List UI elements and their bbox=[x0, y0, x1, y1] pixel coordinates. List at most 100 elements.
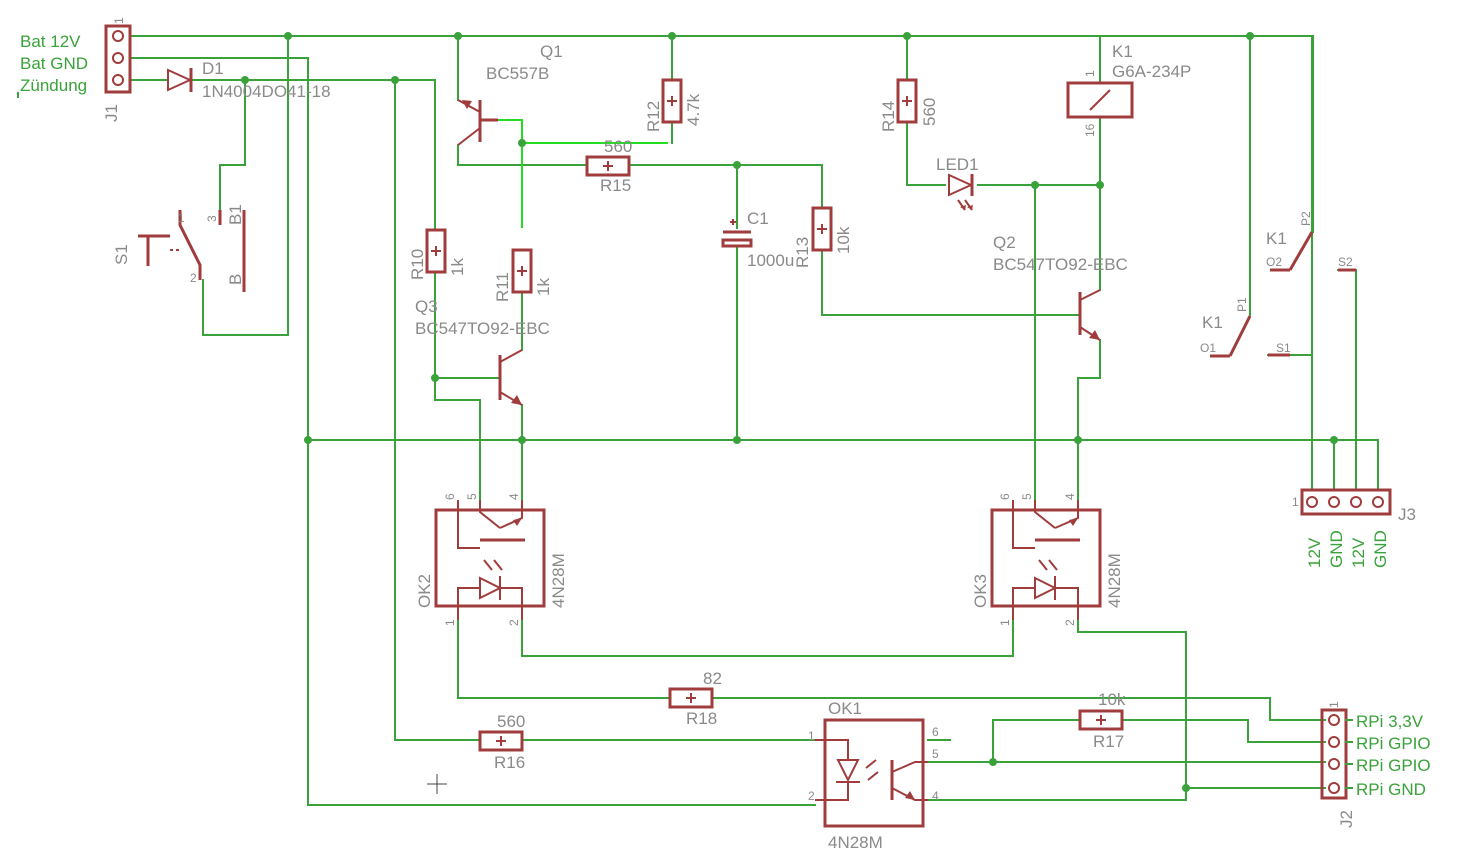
ok3-pin5: 5 bbox=[1020, 493, 1034, 500]
q3-value: BC547TO92-EBC bbox=[415, 319, 550, 338]
r13-name: R13 bbox=[793, 237, 812, 268]
switch-s1[interactable]: 1 2 3 B1 B S1 bbox=[112, 204, 246, 292]
k1a-p1: P1 bbox=[1235, 297, 1249, 312]
ok1-pin2: 2 bbox=[808, 789, 815, 803]
ok1-pin4: 4 bbox=[932, 789, 939, 803]
optocoupler-ok1[interactable]: 1 2 4 5 6 OK1 4N28M bbox=[808, 699, 939, 852]
ok3-pin4: 4 bbox=[1063, 493, 1077, 500]
ok2-pin4: 4 bbox=[507, 493, 521, 500]
ok3-value: 4N28M bbox=[1105, 553, 1124, 608]
resistor-r16[interactable]: 560 R16 bbox=[478, 712, 525, 772]
q2-value: BC547TO92-EBC bbox=[993, 255, 1128, 274]
r10-name: R10 bbox=[408, 249, 427, 280]
r17-value: 10k bbox=[1098, 690, 1126, 709]
resistor-r13[interactable]: R13 10k bbox=[793, 206, 853, 268]
optocoupler-ok3[interactable]: 6 5 4 1 2 OK3 4N28M bbox=[971, 493, 1124, 626]
r15-value: 560 bbox=[604, 137, 632, 156]
r14-name: R14 bbox=[879, 101, 898, 132]
q2-name: Q2 bbox=[993, 233, 1016, 252]
k1b-s2: S2 bbox=[1338, 255, 1353, 269]
k1-name: K1 bbox=[1112, 42, 1133, 61]
ok2-pin1: 1 bbox=[443, 619, 457, 626]
r16-value: 560 bbox=[497, 712, 525, 731]
relay-k1-contact-1[interactable]: K1 O1 P1 S1 bbox=[1200, 297, 1291, 358]
resistor-r15[interactable]: 560 R15 bbox=[585, 137, 632, 195]
j3-label-12v-1: 12V bbox=[1305, 537, 1324, 568]
q1-value: BC557B bbox=[486, 64, 549, 83]
ok3-pin6: 6 bbox=[998, 493, 1012, 500]
k1a-s1: S1 bbox=[1276, 341, 1291, 355]
capacitor-c1[interactable]: C1 1000u bbox=[721, 209, 794, 270]
j2-label-rpi-gnd: RPi GND bbox=[1356, 780, 1426, 799]
j2-label-rpi-gpio-2: RPi GPIO bbox=[1356, 756, 1431, 775]
led1-name: LED1 bbox=[936, 155, 979, 174]
k1-pin1: 1 bbox=[1083, 70, 1097, 77]
q3-name: Q3 bbox=[415, 297, 438, 316]
r17-name: R17 bbox=[1093, 732, 1124, 751]
ok2-pin2: 2 bbox=[507, 619, 521, 626]
r15-name: R15 bbox=[600, 176, 631, 195]
transistor-q1[interactable]: Q1 BC557B bbox=[457, 42, 563, 146]
s1-b: B bbox=[226, 274, 245, 285]
r12-value: 4.7k bbox=[684, 93, 703, 126]
k1a-o1: O1 bbox=[1200, 341, 1216, 355]
ok1-name: OK1 bbox=[828, 699, 862, 718]
transistor-q2[interactable]: Q2 BC547TO92-EBC bbox=[993, 233, 1128, 341]
r10-value: 1k bbox=[448, 258, 467, 276]
k1b-o2: O2 bbox=[1266, 255, 1282, 269]
j3-label-12v-2: 12V bbox=[1349, 537, 1368, 568]
led-led1[interactable]: LED1 bbox=[936, 155, 979, 211]
connector-j3[interactable]: 1 J3 12V GND 12V GND bbox=[1292, 488, 1416, 568]
k1-value: G6A-234P bbox=[1112, 62, 1191, 81]
resistor-r12[interactable]: R12 4.7k bbox=[644, 78, 703, 132]
k1a-name: K1 bbox=[1202, 313, 1223, 332]
r18-name: R18 bbox=[686, 709, 717, 728]
r12-name: R12 bbox=[644, 101, 663, 132]
resistor-r17[interactable]: 10k R17 bbox=[1078, 690, 1126, 751]
c1-name: C1 bbox=[747, 209, 769, 228]
crosshair-cursor-icon bbox=[427, 774, 447, 794]
s1-pin2: 2 bbox=[190, 271, 197, 285]
ok1-pin1: 1 bbox=[808, 729, 815, 743]
connector-j1[interactable]: 1 J1 Bat 12V Bat GND Zündung bbox=[17, 17, 132, 122]
ok3-pin1: 1 bbox=[998, 619, 1012, 626]
k1b-p2: P2 bbox=[1299, 211, 1313, 226]
ok1-pin5: 5 bbox=[932, 747, 939, 761]
resistor-r14[interactable]: R14 560 bbox=[879, 78, 939, 132]
ok2-pin6: 6 bbox=[443, 493, 457, 500]
ok1-pin6: 6 bbox=[932, 725, 939, 739]
ok2-pin5: 5 bbox=[465, 493, 479, 500]
r18-value: 82 bbox=[703, 669, 722, 688]
j1-label-bat12v: Bat 12V bbox=[20, 32, 81, 51]
d1-name: D1 bbox=[202, 59, 224, 78]
r13-value: 10k bbox=[834, 226, 853, 254]
relay-k1-contact-2[interactable]: K1 O2 P2 S2 bbox=[1266, 211, 1356, 272]
j2-label-rpi-3v3: RPi 3,3V bbox=[1356, 712, 1424, 731]
r14-value: 560 bbox=[920, 98, 939, 126]
s1-name: S1 bbox=[112, 244, 131, 265]
j1-label-batgnd: Bat GND bbox=[20, 54, 88, 73]
j3-pin1: 1 bbox=[1292, 495, 1299, 509]
ok1-value: 4N28M bbox=[828, 833, 883, 852]
optocoupler-ok2[interactable]: 6 5 4 1 2 OK2 4N28M bbox=[415, 493, 568, 626]
d1-value: 1N4004DO41-18 bbox=[202, 82, 331, 101]
c1-value: 1000u bbox=[747, 251, 794, 270]
diode-d1[interactable]: D1 1N4004DO41-18 bbox=[167, 59, 331, 101]
relay-k1-coil[interactable]: K1 G6A-234P 1 16 bbox=[1066, 42, 1191, 137]
resistor-r18[interactable]: 82 R18 bbox=[668, 669, 722, 728]
transistor-q3[interactable]: Q3 BC547TO92-EBC bbox=[415, 297, 550, 406]
k1-pin16: 16 bbox=[1083, 123, 1097, 137]
ok3-name: OK3 bbox=[971, 574, 990, 608]
k1b-name: K1 bbox=[1266, 229, 1287, 248]
s1-pin3: 3 bbox=[205, 215, 219, 222]
connector-j2[interactable]: 1 J2 RPi 3,3V RPi GPIO RPi GPIO RPi GND bbox=[1320, 701, 1431, 828]
highlighted-net bbox=[498, 119, 668, 228]
wires bbox=[129, 35, 1379, 806]
resistor-r10[interactable]: R10 1k bbox=[408, 228, 467, 280]
resistor-r11[interactable]: R11 1k bbox=[493, 248, 553, 302]
j2-pin1: 1 bbox=[1327, 701, 1341, 708]
ok3-pin2: 2 bbox=[1063, 619, 1077, 626]
j1-pin1: 1 bbox=[112, 17, 126, 24]
s1-pin1: 1 bbox=[178, 211, 185, 225]
